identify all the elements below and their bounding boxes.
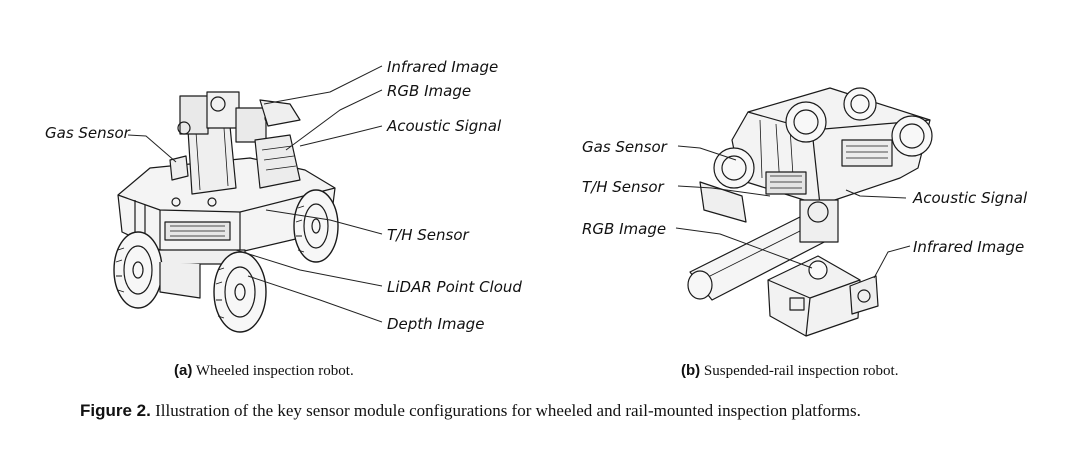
wheel-rear-right (293, 189, 339, 263)
wheel-front-right (213, 251, 267, 333)
figure-caption-tag: Figure 2. (80, 401, 151, 420)
subcaption-a-text: Wheeled inspection robot. (195, 363, 354, 379)
leader-lines-b (675, 145, 911, 279)
label-b-rgb-image: RGB Image (582, 220, 667, 238)
subcaption-b-text: Suspended-rail inspection robot. (703, 363, 899, 379)
label-b-gas-sensor: Gas Sensor (582, 138, 667, 156)
subcaption-b-tag: (b) (681, 362, 701, 379)
label-a-lidar-point-cloud: LiDAR Point Cloud (387, 278, 522, 296)
wheeled-robot-drawing (113, 91, 339, 333)
figure-caption-text: Illustration of the key sensor module co… (155, 401, 861, 420)
label-a-infrared-image: Infrared Image (387, 58, 499, 76)
figure-caption: Figure 2. Illustration of the key sensor… (80, 401, 861, 421)
label-b-infrared-image: Infrared Image (913, 238, 1025, 256)
label-b-acoustic-signal: Acoustic Signal (913, 189, 1028, 207)
label-a-depth-image: Depth Image (387, 315, 485, 333)
leader-lines-a (127, 65, 383, 323)
subcaption-a-tag: (a) (174, 362, 193, 379)
label-a-acoustic-signal: Acoustic Signal (387, 117, 502, 135)
rail-robot-drawing (687, 87, 933, 337)
label-a-gas-sensor: Gas Sensor (45, 124, 130, 142)
subcaption-b: (b) Suspended-rail inspection robot. (681, 362, 898, 380)
wheel-front-left (113, 231, 163, 309)
label-b-th-sensor: T/H Sensor (582, 178, 664, 196)
label-a-rgb-image: RGB Image (387, 82, 472, 100)
subcaption-a: (a) Wheeled inspection robot. (174, 362, 354, 380)
label-a-th-sensor: T/H Sensor (387, 226, 469, 244)
